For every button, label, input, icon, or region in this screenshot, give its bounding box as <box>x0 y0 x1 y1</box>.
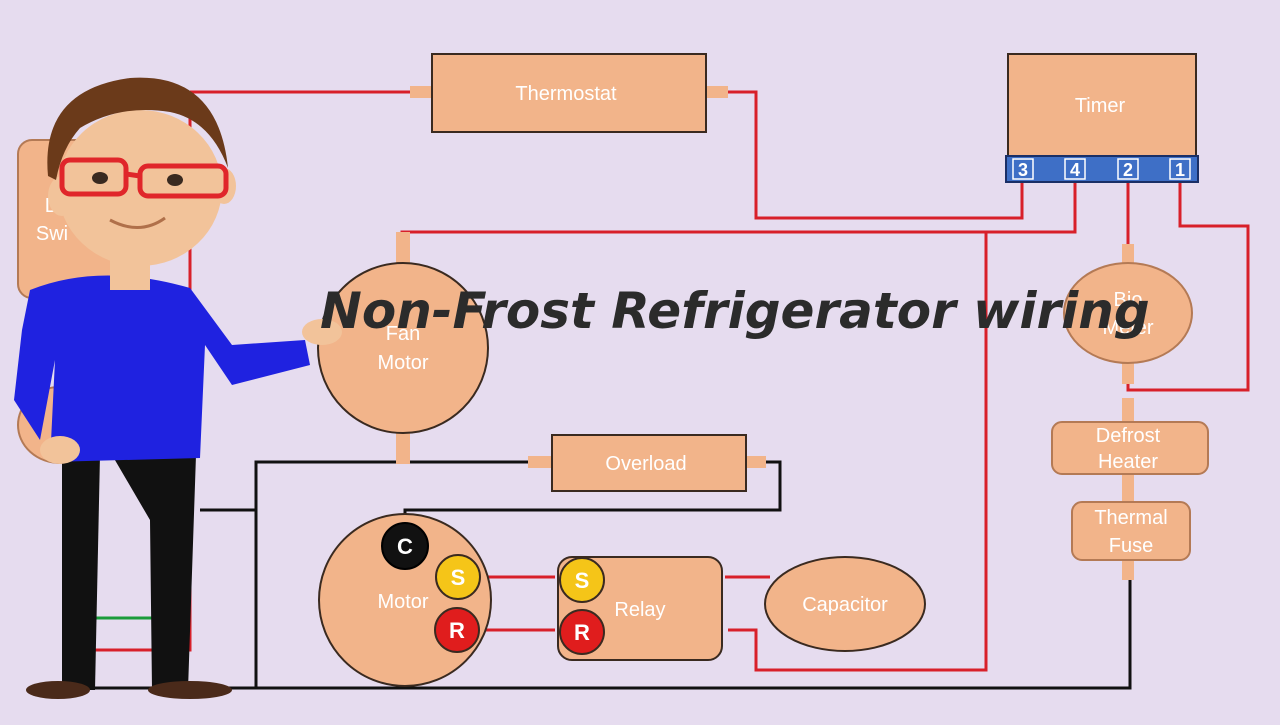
timer-pin-3: 3 <box>1018 160 1028 180</box>
relay: Relay S R <box>557 556 723 661</box>
overload-label: Overload <box>605 453 686 475</box>
fan-motor-label-1: Fan <box>386 323 420 345</box>
motor-label: Motor <box>377 591 428 613</box>
connector-tabs <box>396 86 1134 580</box>
wire-neutral-to-fan <box>254 460 402 688</box>
door-switch-label-2: Swi <box>36 223 68 245</box>
bio-meter: Bio Meter <box>1063 262 1193 364</box>
relay-label: Relay <box>614 599 665 621</box>
timer-pin-1: 1 <box>1175 160 1185 180</box>
motor-terminal-c <box>381 522 429 570</box>
overload: Overload <box>551 434 747 492</box>
timer-pin-4: 4 <box>1070 160 1080 180</box>
capacitor-label: Capacitor <box>802 594 888 616</box>
defrost-heater-label-2: Heater <box>1098 451 1158 473</box>
wire-thermostat-to-timer3 <box>728 90 1024 220</box>
thermostat: Thermostat <box>431 53 707 133</box>
fan-motor: Fan Motor <box>317 262 489 434</box>
timer-pins: 3 4 2 1 <box>1012 158 1191 180</box>
capacitor: Capacitor <box>764 556 926 652</box>
relay-terminal-s <box>559 557 605 603</box>
presenter-illustration <box>14 77 342 699</box>
diagram-title: Non-Frost Refrigerator wiring <box>320 282 1150 340</box>
thermal-fuse-label-1: Thermal <box>1094 507 1167 529</box>
timer-terminal-strip <box>1005 155 1199 183</box>
thermostat-label: Thermostat <box>515 83 617 105</box>
bio-meter-label-2: Meter <box>1102 317 1153 339</box>
motor-terminal-r-label: R <box>449 618 465 643</box>
timer: Timer 3 4 2 1 <box>1005 53 1199 183</box>
motor-terminal-s-label: S <box>451 565 466 590</box>
wire-timer4-bus <box>728 180 1077 672</box>
thermal-fuse: Thermal Fuse <box>1071 501 1191 561</box>
fan-motor-label-2: Motor <box>377 352 428 374</box>
timer-label: Timer <box>1075 95 1126 117</box>
wire-timer1-return <box>1126 180 1250 392</box>
relay-terminal-r <box>559 609 605 655</box>
motor-terminal-s <box>435 554 481 600</box>
wire-bus-to-fan <box>400 230 986 250</box>
relay-terminal-r-label: R <box>574 620 590 645</box>
wire-live-left <box>80 92 192 652</box>
motor-terminal-r <box>434 607 480 653</box>
defrost-heater: Defrost Heater <box>1051 421 1209 475</box>
thermal-fuse-label-2: Fuse <box>1109 535 1153 557</box>
motor-terminal-c-label: C <box>397 534 413 559</box>
relay-terminal-s-label: S <box>575 568 590 593</box>
defrost-heater-label-1: Defrost <box>1096 425 1161 447</box>
timer-pin-2: 2 <box>1123 160 1133 180</box>
wire-neutral <box>80 580 1132 690</box>
compressor-motor: Motor C S R <box>318 513 492 687</box>
bio-meter-label-1: Bio <box>1114 289 1143 311</box>
